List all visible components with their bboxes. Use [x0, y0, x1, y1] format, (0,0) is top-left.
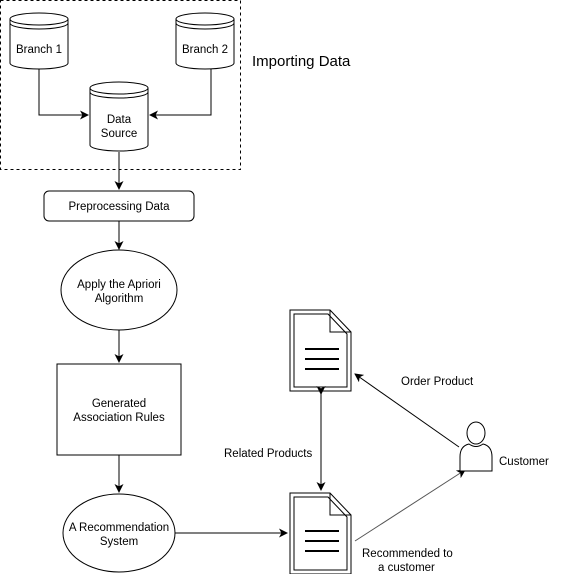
data-source-label-line-2: Source: [101, 128, 137, 140]
order-product-label: Order Product: [401, 376, 474, 388]
edge-recommended-to-customer: [354, 469, 466, 542]
data-source-label-line-1: Data: [107, 114, 132, 126]
branch-1-label: Branch 1: [16, 44, 62, 56]
rules-label-line-2: Association Rules: [73, 412, 165, 424]
preprocessing-node[interactable]: Preprocessing Data: [43, 190, 195, 222]
recommended-document[interactable]: [289, 492, 352, 574]
preprocessing-label: Preprocessing Data: [69, 201, 171, 213]
branch-2-node[interactable]: Branch 2: [175, 12, 235, 70]
related-products-document[interactable]: [289, 309, 352, 392]
related-products-label: Related Products: [224, 448, 312, 460]
recommendation-system-node[interactable]: A Recommendation System: [62, 493, 176, 573]
recommended-label-line-2: a customer: [378, 562, 435, 574]
edge-branch2-to-source: [149, 69, 212, 120]
importing-data-group: [0, 0, 241, 170]
apriori-label-line-2: Algorithm: [95, 293, 144, 305]
importing-data-label: Importing Data: [252, 53, 351, 70]
branch-2-label: Branch 2: [182, 44, 228, 56]
apriori-node[interactable]: Apply the Apriori Algorithm: [60, 249, 178, 331]
edge-order-product: [354, 373, 460, 448]
rules-label-line-1: Generated: [92, 398, 146, 410]
recommended-label-line-1: Recommended to: [362, 548, 453, 560]
association-rules-node[interactable]: Generated Association Rules: [56, 363, 182, 456]
data-source-node[interactable]: Data Source: [89, 81, 149, 152]
apriori-label-line-1: Apply the Apriori: [77, 279, 161, 291]
customer-label: Customer: [499, 456, 549, 468]
customer-actor-icon[interactable]: [459, 421, 493, 472]
branch-1-node[interactable]: Branch 1: [9, 12, 69, 70]
recommendation-label-line-2: System: [100, 536, 138, 548]
edge-branch1-to-source: [38, 69, 89, 120]
recommendation-label-line-1: A Recommendation: [69, 522, 169, 534]
